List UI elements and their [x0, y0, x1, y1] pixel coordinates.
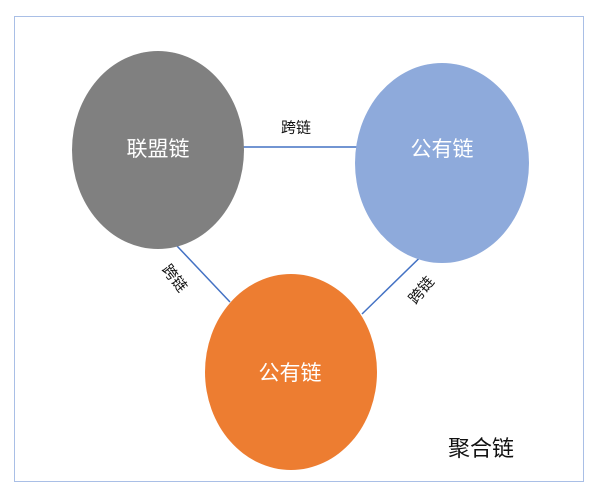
- diagram-frame: [14, 16, 584, 482]
- node-public-right: [355, 63, 529, 263]
- node-consortium: [72, 51, 244, 249]
- node-public-bottom: [205, 274, 377, 470]
- node-public-bottom-label: 公有链: [258, 361, 322, 385]
- diagram-title: 聚合链: [447, 437, 515, 462]
- node-public-right-label: 公有链: [410, 137, 474, 161]
- edge-top-label: 跨链: [280, 118, 312, 137]
- node-consortium-label: 联盟链: [126, 137, 190, 161]
